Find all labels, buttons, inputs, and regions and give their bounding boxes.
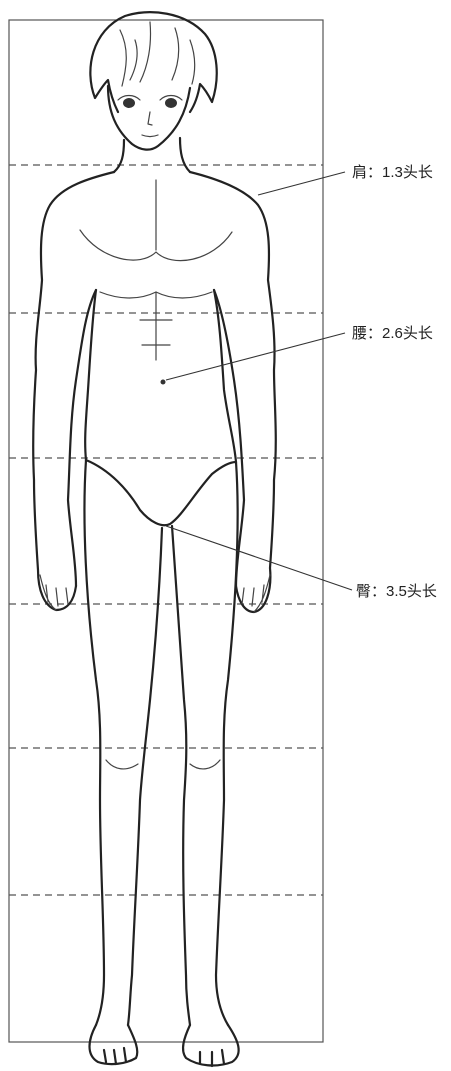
- waist-left: [84, 288, 98, 462]
- briefs: [84, 458, 238, 527]
- shoulder-label: 肩：1.3头长: [352, 164, 433, 181]
- left-leg-outer: [83, 458, 106, 1027]
- head-unit-guides: [9, 164, 323, 896]
- right-leg-outer: [214, 460, 239, 1027]
- figure-illustration: [32, 11, 277, 1068]
- torso-left: [32, 170, 116, 612]
- inner-left: [66, 288, 98, 588]
- hair: [89, 11, 218, 114]
- waist-label: 腰：2.6头长: [352, 325, 433, 342]
- right-hand: [241, 574, 271, 613]
- annotation-labels: 肩：1.3头长 腰：2.6头长 臀：3.5头长: [352, 164, 437, 600]
- nose-mouth: [141, 111, 159, 138]
- inner-right: [212, 288, 246, 588]
- proportion-frame: [8, 19, 324, 1043]
- torso-right: [188, 170, 277, 614]
- shoulder-leader: [257, 171, 346, 196]
- abs: [139, 291, 173, 361]
- eyes: [117, 94, 183, 101]
- knees: [105, 759, 221, 770]
- waist-leader: [165, 332, 346, 381]
- left-leg-inner: [126, 526, 164, 1027]
- hair-strands: [119, 21, 196, 87]
- face-outline: [106, 84, 192, 151]
- left-eye: [123, 98, 135, 108]
- left-hand: [39, 574, 69, 611]
- left-foot: [88, 1023, 139, 1066]
- neck: [112, 136, 192, 174]
- navel: [160, 379, 166, 385]
- annotation-leaders: [165, 171, 353, 591]
- waist-right: [212, 288, 238, 464]
- hip-label: 臀：3.5头长: [356, 583, 437, 600]
- right-leg-inner: [170, 524, 192, 1027]
- chest: [79, 179, 233, 299]
- right-eye: [165, 98, 177, 108]
- right-foot: [181, 1023, 240, 1068]
- hip-leader: [165, 525, 353, 591]
